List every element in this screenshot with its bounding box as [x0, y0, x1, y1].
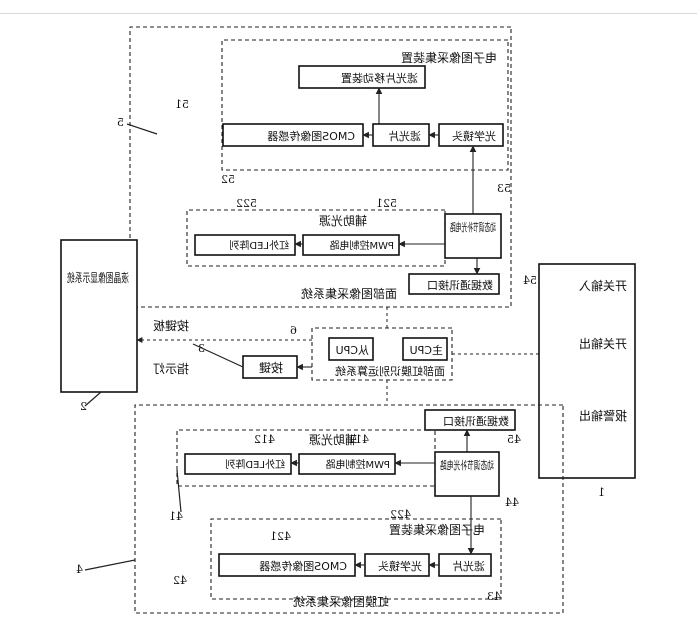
upper-data-port-box: [408, 273, 500, 295]
ref-522: 522: [236, 197, 257, 210]
slave-cpu-box: [328, 337, 374, 361]
ref-53: 53: [497, 182, 511, 195]
ref-521: 521: [376, 197, 397, 210]
upper-pwm-text: PWM控制电路: [329, 239, 394, 252]
ref-51: 51: [175, 98, 189, 111]
upper-filter-text: 滤光片: [388, 129, 421, 143]
upper-data-port-text: 数据通讯接口: [427, 278, 493, 292]
lower-lens-text: 光学镜头: [378, 559, 422, 573]
ref-422: 422: [390, 508, 411, 521]
face-acquisition-system-frame: [129, 26, 512, 308]
top-border-line: [0, 13, 697, 14]
upper-cmos-text: CMOS图像传感器: [267, 130, 355, 143]
lower-data-port-text: 数据通讯接口: [443, 414, 509, 428]
io-relay-box: [538, 263, 636, 479]
ref-54: 54: [523, 274, 537, 287]
upper-lens-text: 光学镜头: [452, 129, 496, 143]
ref-52: 52: [221, 173, 235, 186]
upper-fill-circuit-box: [444, 213, 502, 259]
slave-cpu-text: 从CPU: [336, 344, 369, 357]
ref-45: 45: [507, 433, 521, 446]
ref-44: 44: [505, 496, 519, 509]
face-system-label: 面部图像采集系统: [301, 286, 397, 301]
ref-411: 411: [348, 433, 369, 446]
indicator-label: 指示灯: [153, 361, 189, 376]
ref-43: 43: [487, 590, 501, 603]
ref-1: 1: [598, 486, 605, 499]
ref-421: 421: [270, 530, 291, 543]
master-cpu-text: 主CPU: [410, 344, 443, 357]
filter-driver-text: 滤光片移动装置: [341, 71, 418, 85]
mirrored-figure: 电子图像采集装置 滤光片移动装置 光学镜头 滤光片 CMOS图像传感器 动态调节…: [60, 26, 636, 614]
lcd-system-text: 液晶图像显示系统: [67, 270, 129, 285]
lower-fill-circuit-box: [434, 451, 500, 497]
upper-aux-light-frame: [186, 209, 446, 267]
keys-text: 按键: [259, 361, 283, 375]
lower-cmos-text: CMOS图像传感器: [259, 560, 347, 573]
iris-image-device-frame: [210, 518, 502, 600]
ref-412: 412: [254, 433, 275, 446]
compute-system-label: 面部虹膜识别运算系统: [335, 364, 445, 378]
master-cpu-box: [402, 337, 448, 361]
face-device-label: 电子图像采集装置: [401, 50, 497, 65]
upper-aux-light-label: 辅助光源: [319, 214, 367, 228]
ref-42: 42: [173, 574, 187, 587]
lower-aux-light-label: 辅助光源: [309, 433, 357, 447]
upper-ir-led-text: 红外LED阵列: [229, 239, 289, 252]
lower-ir-led-text: 红外LED阵列: [225, 458, 285, 471]
lower-aux-light-frame: [176, 429, 436, 487]
lcd-system-box: [60, 239, 138, 393]
ref-5: 5: [117, 116, 124, 129]
button-panel-label: 按键板: [153, 319, 189, 333]
lower-pwm-text: PWM控制电路: [325, 458, 390, 471]
ref-4: 4: [76, 563, 83, 576]
iris-device-label: 电子图像采集装置: [389, 522, 485, 537]
lower-fill-circuit-text: 动态调节补光电路: [440, 458, 494, 472]
ref-2: 2: [80, 400, 87, 413]
iris-system-label: 虹膜图像采集系统: [293, 594, 389, 609]
io-switch-out-text: 开关输出: [579, 336, 627, 351]
face-image-device-frame: [221, 39, 509, 171]
io-alarm-out-text: 报警输出: [579, 408, 627, 423]
ref-41: 41: [169, 510, 183, 523]
iris-acquisition-system-frame: [134, 404, 564, 614]
lower-filter-text: 滤光片: [452, 559, 485, 573]
filter-driver-box: [298, 65, 426, 89]
upper-fill-circuit-text: 动态调节补光电路: [450, 220, 496, 234]
ref-6: 6: [290, 324, 297, 337]
io-switch-in-text: 开关输入: [579, 278, 627, 293]
